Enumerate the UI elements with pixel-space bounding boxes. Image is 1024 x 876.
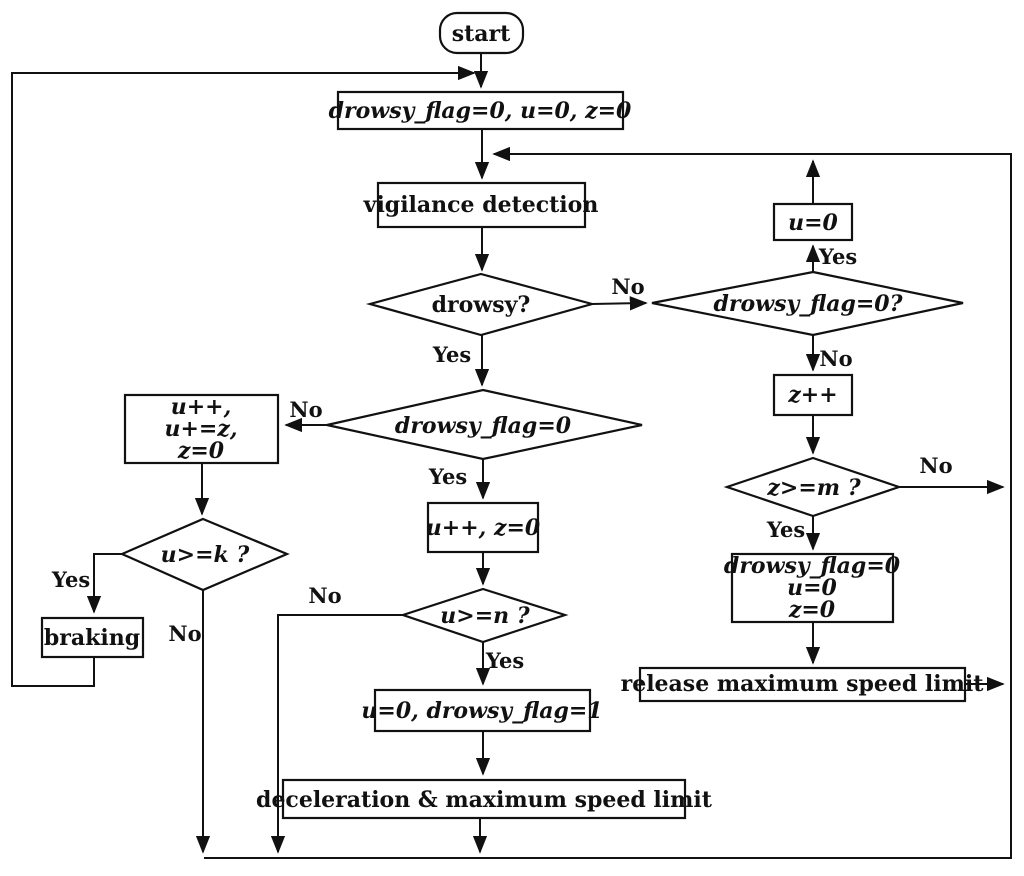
flag-center-decision-label: drowsy_flag=0 bbox=[394, 413, 572, 439]
edge-ugen-no-down bbox=[270, 614, 403, 854]
zinc-label: z++ bbox=[788, 382, 838, 408]
reset-label-line2: u=0 bbox=[787, 575, 837, 601]
edge-drowsy-no bbox=[591, 296, 648, 311]
zgem-no-label: No bbox=[919, 453, 953, 478]
start-node-shape bbox=[438, 11, 525, 55]
drowsy-yes-label: Yes bbox=[432, 342, 472, 367]
uinc-label: u++, z=0 bbox=[425, 515, 541, 541]
flag-right-decision-shape bbox=[651, 270, 964, 337]
reset-label: drowsy_flag=0 u=0 z=0 bbox=[724, 555, 900, 621]
zinc-node-shape bbox=[772, 373, 854, 417]
ugen-decision-shape bbox=[399, 587, 569, 644]
ugen-decision-label: u>=n ? bbox=[440, 603, 530, 629]
flag-right-yes-label: Yes bbox=[818, 244, 858, 269]
uupdate-label-line2: u+=z, bbox=[164, 416, 238, 442]
flag-center-yes-label: Yes bbox=[428, 464, 468, 489]
setflag-node-shape bbox=[373, 688, 592, 733]
braking-node-shape bbox=[40, 616, 145, 659]
start-label: start bbox=[451, 21, 511, 47]
reset-label-line1: drowsy_flag=0 bbox=[723, 553, 901, 579]
zgem-yes-label: Yes bbox=[766, 517, 806, 542]
uzero-label: u=0 bbox=[788, 210, 838, 236]
shapes bbox=[40, 11, 967, 820]
flag-right-decision-label: drowsy_flag=0? bbox=[713, 291, 903, 317]
flag-center-decision-shape bbox=[326, 388, 643, 461]
decel-label: deceleration & maximum speed limit bbox=[256, 787, 712, 813]
ugen-no-label: No bbox=[308, 583, 342, 608]
zgem-decision-label: z>=m ? bbox=[767, 475, 861, 501]
edges bbox=[11, 53, 1012, 859]
uupdate-label-line1: u++, bbox=[170, 394, 232, 420]
drowsy-no-label: No bbox=[611, 274, 645, 299]
ugen-yes-label: Yes bbox=[485, 648, 525, 673]
vigilance-node-shape bbox=[376, 181, 587, 229]
edge-braking-restart-loop bbox=[11, 65, 476, 687]
uinc-node-shape bbox=[426, 501, 540, 554]
ugek-yes-label: Yes bbox=[51, 567, 91, 592]
zgem-decision-shape bbox=[723, 456, 903, 518]
init-node-shape bbox=[336, 90, 625, 131]
ugek-decision-shape bbox=[119, 517, 290, 592]
reset-node-shape bbox=[730, 552, 895, 624]
braking-label: braking bbox=[43, 625, 141, 651]
uupdate-label: u++, u+=z, z=0 bbox=[164, 396, 237, 462]
drowsy-decision-shape bbox=[365, 272, 597, 337]
vigilance-label: vigilance detection bbox=[363, 192, 599, 218]
edge-ugek-yes-to-braking bbox=[86, 553, 122, 614]
reset-label-line3: z=0 bbox=[788, 597, 836, 623]
edge-main-return-loop bbox=[204, 146, 1012, 859]
release-label: release maximum speed limit bbox=[620, 671, 984, 697]
setflag-label: u=0, drowsy_flag=1 bbox=[361, 698, 603, 724]
decel-node-shape bbox=[281, 778, 687, 820]
uupdate-label-line3: z=0 bbox=[177, 438, 225, 464]
flag-center-no-label: No bbox=[289, 397, 323, 422]
init-label: drowsy_flag=0, u=0, z=0 bbox=[328, 98, 632, 124]
release-node-shape bbox=[638, 666, 967, 703]
flag-right-no-label: No bbox=[819, 346, 853, 371]
uupdate-node-shape bbox=[123, 393, 280, 465]
ugek-no-label: No bbox=[168, 621, 202, 646]
ugek-decision-label: u>=k ? bbox=[160, 542, 250, 568]
drowsy-decision-label: drowsy? bbox=[431, 292, 531, 318]
uzero-node-shape bbox=[772, 202, 854, 242]
